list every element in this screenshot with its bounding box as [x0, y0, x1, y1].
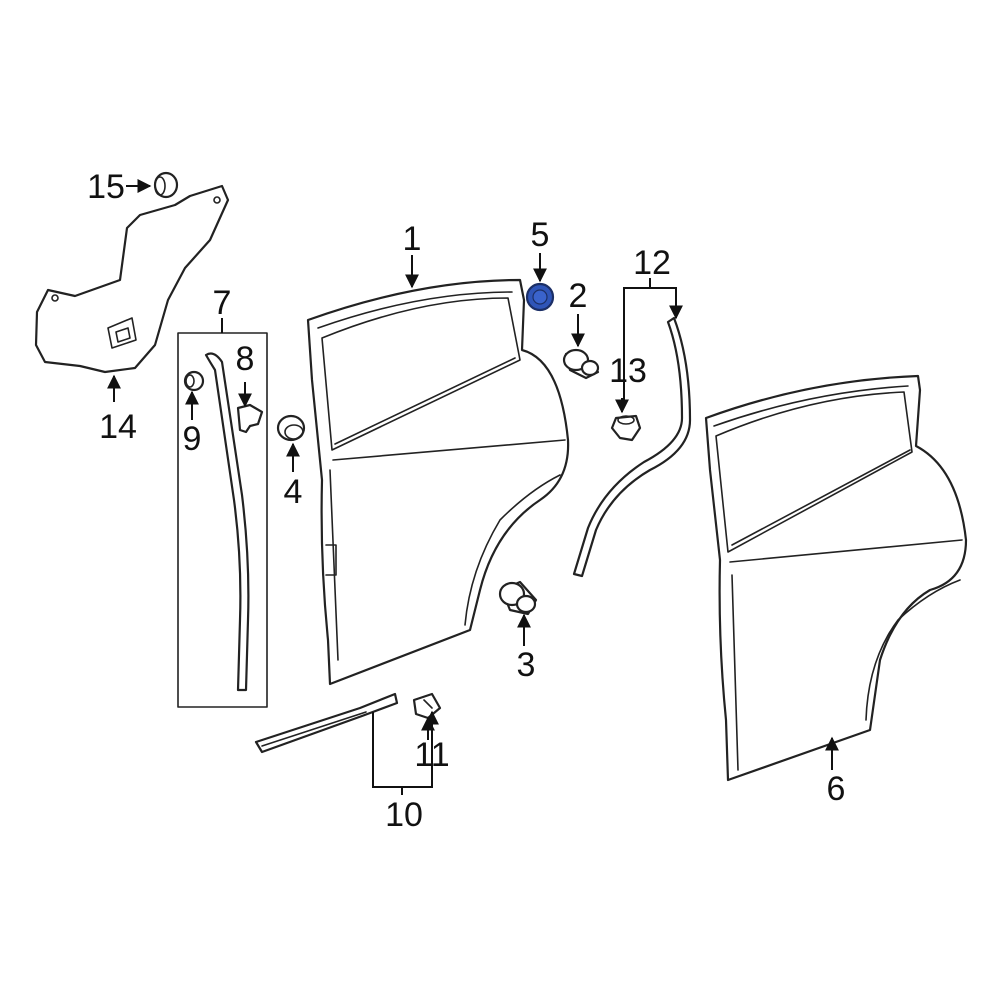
part-3-bumper — [498, 580, 538, 616]
callout-3: 3 — [517, 646, 536, 684]
part-9-clip — [183, 370, 205, 392]
callout-8: 8 — [236, 340, 255, 378]
part-6-door-outer — [704, 374, 968, 782]
callout-7: 7 — [213, 284, 232, 322]
part-14-trim-panel — [34, 184, 230, 374]
part-5-seal-highlighted — [525, 282, 555, 312]
callout-6: 6 — [827, 770, 846, 808]
part-4-plug — [276, 414, 306, 442]
callout-10: 10 — [385, 796, 423, 834]
callout-14: 14 — [99, 408, 137, 446]
part-13-clip — [610, 414, 642, 442]
callout-12: 12 — [633, 244, 671, 282]
callout-5: 5 — [531, 216, 550, 254]
part-7-weatherstrip — [204, 352, 250, 692]
part-12-weatherstrip — [572, 316, 692, 578]
part-11-clip — [412, 692, 442, 720]
part-10-sill-strip — [254, 692, 399, 754]
callout-numbers: 1 2 3 4 5 6 7 8 9 10 11 12 13 14 15 — [87, 168, 845, 834]
part-8-retainer — [236, 403, 264, 434]
callout-9: 9 — [183, 420, 202, 458]
part-2-stopper — [562, 348, 600, 380]
callout-15: 15 — [87, 168, 125, 206]
callout-1: 1 — [403, 220, 422, 258]
callout-4: 4 — [284, 473, 303, 511]
callout-2: 2 — [569, 277, 588, 315]
callout-11: 11 — [414, 736, 449, 774]
callout-13: 13 — [609, 352, 647, 390]
part-1-door-shell — [306, 278, 570, 686]
part-15-clip — [153, 171, 179, 199]
leader-lines — [107, 179, 839, 795]
